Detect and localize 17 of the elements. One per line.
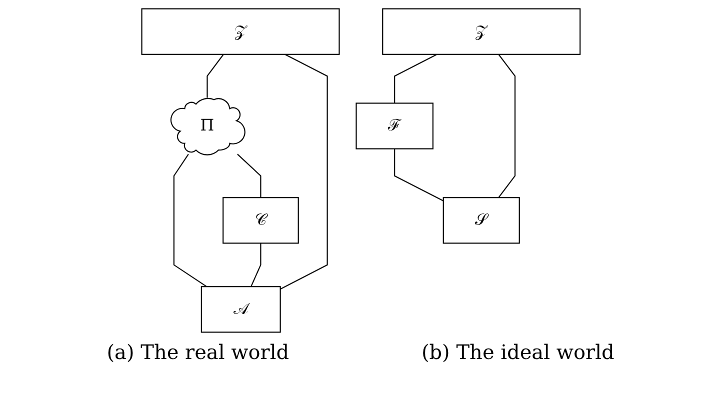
connector (498, 54, 516, 198)
connector (280, 53, 328, 290)
node-box (222, 196, 298, 244)
connector (236, 153, 261, 198)
connector (394, 148, 444, 201)
node-box (200, 286, 280, 332)
subfigure-caption: (a) The real world (106, 340, 290, 364)
node-box (355, 102, 434, 149)
node-box (382, 8, 580, 54)
diagram: 𝒵 Π 𝒜 𝒞 𝒵 ℱ 𝒮 (136, 2, 586, 338)
connector (394, 53, 437, 103)
node-box (442, 196, 520, 244)
node-box (140, 8, 340, 54)
subfigure-caption: (b) The ideal world (421, 340, 614, 364)
connector (250, 242, 261, 286)
connector (206, 54, 224, 98)
connector (172, 153, 206, 287)
